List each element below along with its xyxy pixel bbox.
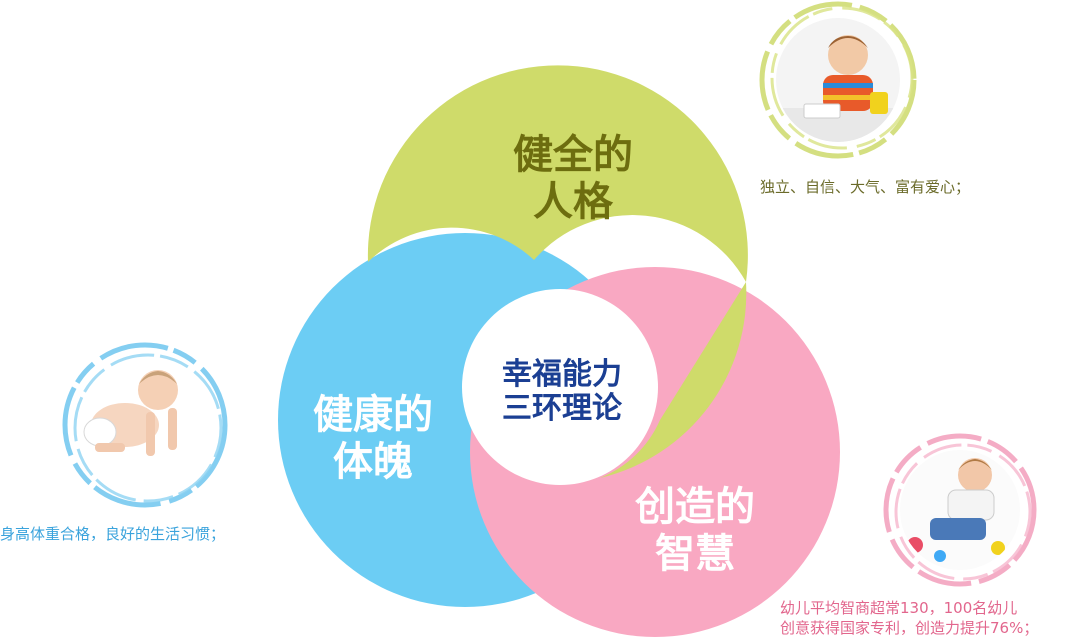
wisdom-description: 幼儿平均智商超常130，100名幼儿 创意获得国家专利，创造力提升76%； — [780, 599, 1039, 638]
personality-ring-lower — [600, 282, 747, 478]
theory-title: 幸福能力 三环理论 — [502, 357, 622, 426]
physique-description: 身高体重合格，良好的生活习惯； — [0, 525, 226, 543]
personality-description: 独立、自信、大气、富有爱心； — [760, 178, 971, 196]
physique-title: 健康的 体魄 — [313, 392, 433, 486]
center-circle — [462, 289, 658, 485]
personality-ring — [367, 65, 748, 282]
wisdom-title: 创造的 智慧 — [635, 484, 755, 578]
photo-child-playing — [759, 1, 917, 159]
personality-title: 健全的 人格 — [513, 132, 633, 226]
photo-crawling-baby — [62, 342, 228, 508]
photo-child-painting — [883, 433, 1037, 587]
